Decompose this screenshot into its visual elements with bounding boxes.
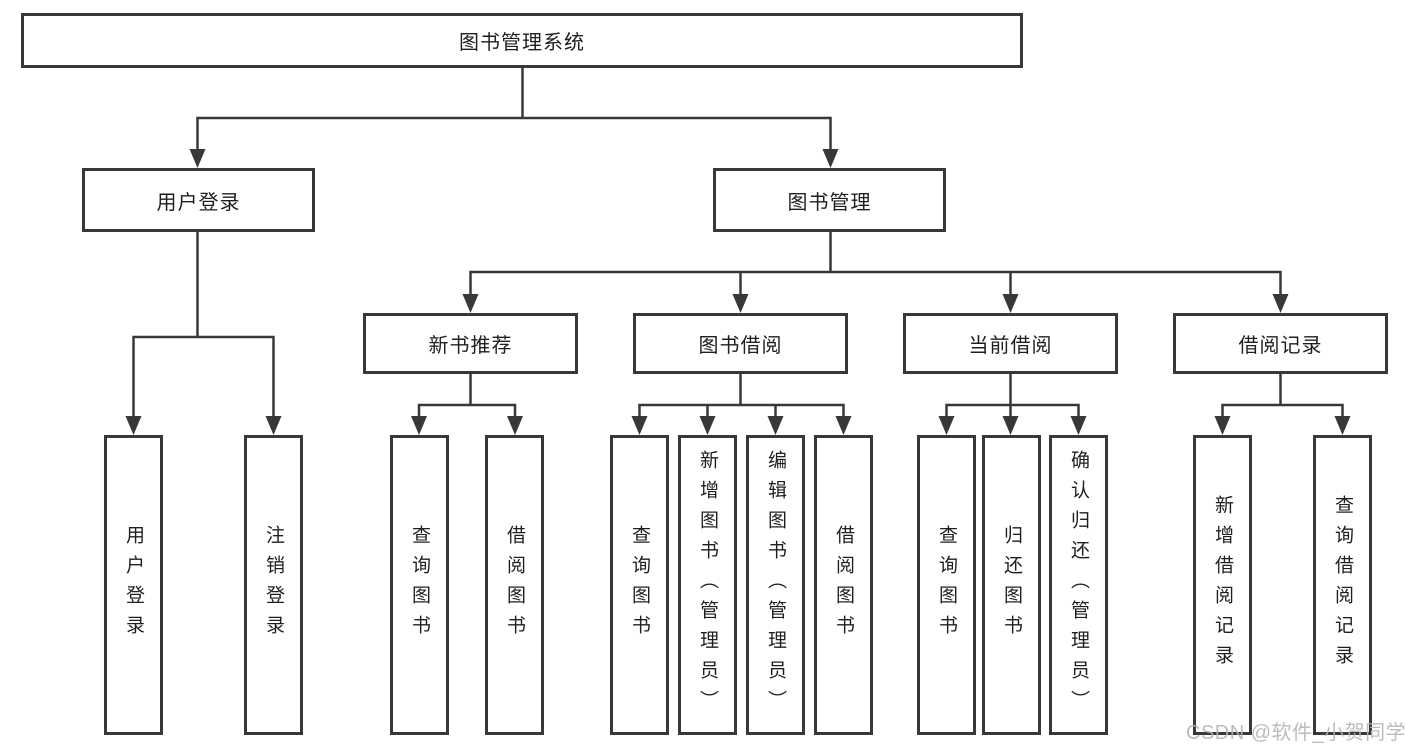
node-borrow-records: 借阅记录 xyxy=(1173,313,1388,374)
node-label: 图书借阅 xyxy=(698,335,783,357)
arrow-leaf-cur-3 xyxy=(1070,416,1087,435)
arrow-to-book-mgmt xyxy=(822,149,839,168)
leaf-query-books-current: 查询图书 xyxy=(917,435,976,735)
arrow-leaf-bor-2 xyxy=(699,416,716,435)
arrow-leaf-cur-1 xyxy=(938,416,955,435)
node-label: 当前借阅 xyxy=(968,335,1053,357)
leaf-label: 归还图书 xyxy=(1001,525,1022,645)
csdn-watermark: CSDN @软件_小贺同学 xyxy=(1186,722,1405,744)
node-label: 新书推荐 xyxy=(428,335,513,357)
connector-records-bar xyxy=(1221,403,1344,418)
leaf-label: 新增借阅记录 xyxy=(1212,495,1233,675)
arrow-leaf-rec-2 xyxy=(507,416,523,435)
node-label: 借阅记录 xyxy=(1238,335,1323,357)
node-book-borrow: 图书借阅 xyxy=(633,313,848,374)
leaf-label: 新增图书（管理员） xyxy=(697,450,718,720)
node-user-login: 用户登录 xyxy=(82,168,315,232)
arrow-to-user-login xyxy=(189,149,206,168)
arrow-leaf-cur-2 xyxy=(1002,416,1019,435)
leaf-label: 查询图书 xyxy=(629,525,650,645)
node-new-book-recommend: 新书推荐 xyxy=(363,313,578,374)
arrow-leaf-login-1 xyxy=(125,416,142,435)
arrow-leaf-recd-2 xyxy=(1334,416,1351,435)
leaf-label: 查询借阅记录 xyxy=(1332,495,1353,675)
arrow-to-current xyxy=(1002,294,1019,313)
arrow-to-borrow xyxy=(732,294,749,313)
node-current-borrow: 当前借阅 xyxy=(903,313,1118,374)
arrow-leaf-rec-1 xyxy=(411,416,427,435)
connector-recommend-bar xyxy=(417,403,517,418)
leaf-confirm-return-admin: 确认归还（管理员） xyxy=(1049,435,1108,735)
arrow-to-recommend xyxy=(462,294,479,313)
leaf-label: 注销登录 xyxy=(263,525,284,645)
leaf-label: 查询图书 xyxy=(936,525,957,645)
arrow-leaf-bor-1 xyxy=(631,416,648,435)
leaf-query-books-borrow: 查询图书 xyxy=(610,435,669,735)
leaf-label: 确认归还（管理员） xyxy=(1068,450,1089,720)
arrow-leaf-recd-1 xyxy=(1214,416,1231,435)
leaf-label: 借阅图书 xyxy=(504,525,525,645)
leaf-add-book-admin: 新增图书（管理员） xyxy=(678,435,737,735)
leaf-label: 编辑图书（管理员） xyxy=(765,450,786,720)
leaf-add-borrow-record: 新增借阅记录 xyxy=(1193,435,1252,735)
leaf-return-books: 归还图书 xyxy=(982,435,1041,735)
leaf-label: 用户登录 xyxy=(123,525,144,645)
connector-borrow-bar xyxy=(638,403,845,418)
connector-level3-bar xyxy=(469,270,1282,296)
node-book-management: 图书管理 xyxy=(713,168,946,232)
node-root-library-system: 图书管理系统 xyxy=(21,13,1023,68)
leaf-edit-book-admin: 编辑图书（管理员） xyxy=(746,435,805,735)
node-label: 图书管理系统 xyxy=(459,32,585,54)
leaf-query-borrow-record: 查询借阅记录 xyxy=(1313,435,1372,735)
arrow-leaf-bor-4 xyxy=(835,416,852,435)
leaf-logout: 注销登录 xyxy=(244,435,303,735)
leaf-borrow-books: 借阅图书 xyxy=(814,435,873,735)
node-label: 用户登录 xyxy=(156,191,241,214)
node-label: 图书管理 xyxy=(787,191,872,214)
connector-current-bar xyxy=(945,403,1080,418)
connector-level2-bar xyxy=(196,116,832,150)
leaf-query-books-recommend: 查询图书 xyxy=(390,435,449,735)
connector-login-bar xyxy=(132,335,275,418)
arrow-to-records xyxy=(1272,294,1289,313)
leaf-label: 借阅图书 xyxy=(833,525,854,645)
arrow-leaf-bor-3 xyxy=(767,416,784,435)
leaf-label: 查询图书 xyxy=(409,525,430,645)
leaf-user-login: 用户登录 xyxy=(104,435,163,735)
arrowheads xyxy=(125,149,1351,435)
leaf-borrow-books-recommend: 借阅图书 xyxy=(485,435,544,735)
arrow-leaf-login-2 xyxy=(265,416,282,435)
